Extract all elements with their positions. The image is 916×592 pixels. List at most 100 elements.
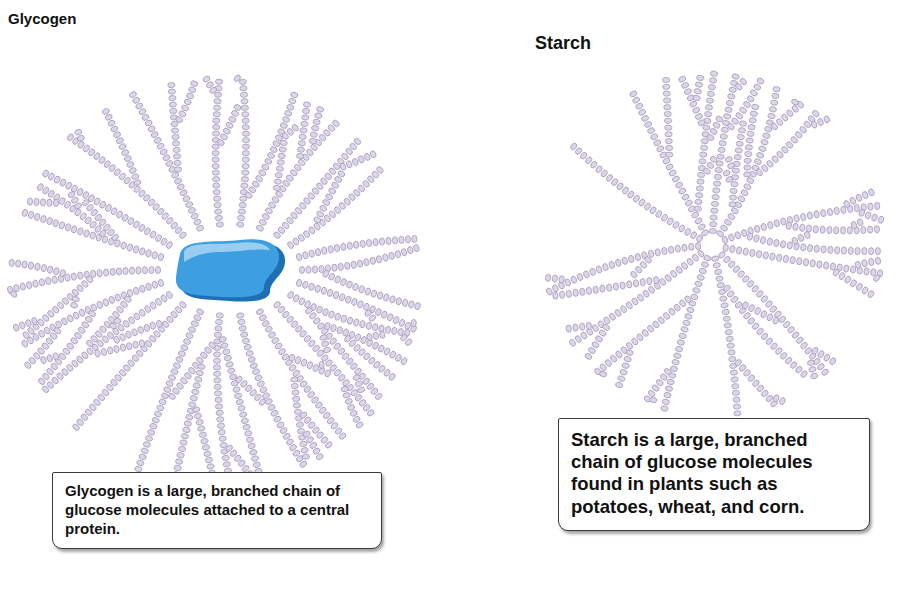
glucose-unit [178, 350, 187, 358]
glucose-unit [64, 223, 71, 231]
glucose-unit [220, 342, 228, 349]
glucose-unit [718, 147, 726, 153]
glucose-unit [715, 275, 723, 282]
glucose-unit [736, 246, 742, 254]
glucose-unit [284, 110, 293, 117]
glucose-unit [273, 185, 281, 191]
glucose-unit [241, 176, 249, 182]
glucose-unit [200, 438, 208, 445]
glucose-unit [139, 285, 146, 293]
glucose-unit [215, 404, 223, 410]
glucose-unit [345, 160, 352, 169]
glucose-unit [545, 287, 553, 296]
glucose-unit [355, 380, 364, 387]
glucose-unit [731, 383, 739, 389]
glucose-unit [665, 125, 672, 130]
glucose-unit [23, 361, 32, 370]
glucose-unit [766, 238, 773, 246]
glucose-unit [252, 368, 261, 375]
glucose-unit [196, 224, 205, 232]
glucose-unit [725, 106, 733, 112]
glucose-unit [340, 278, 348, 287]
glucose-unit [47, 265, 54, 273]
glucose-unit [650, 133, 659, 141]
glucose-unit [156, 320, 163, 328]
glucose-unit [711, 201, 719, 207]
glucose-unit [240, 92, 248, 98]
glucose-unit [791, 98, 800, 106]
glucose-unit [745, 151, 753, 157]
glucose-unit [776, 254, 782, 262]
glucose-unit [673, 352, 681, 359]
glucose-unit [168, 374, 177, 382]
glucose-unit [369, 257, 376, 265]
glucose-unit [816, 261, 822, 269]
glucose-unit [196, 370, 204, 377]
glucose-unit [364, 287, 371, 296]
glucose-unit [292, 396, 300, 402]
glucose-unit [800, 243, 806, 251]
glucose-unit [77, 227, 84, 235]
glucose-unit [863, 267, 869, 275]
glucose-unit [722, 309, 730, 315]
glucose-unit [21, 209, 28, 217]
glucose-unit [296, 153, 304, 159]
glucose-unit [664, 118, 671, 124]
glucose-unit [728, 349, 736, 355]
glucose-unit [599, 371, 607, 378]
glucose-unit [212, 157, 219, 162]
glucose-unit [569, 142, 578, 151]
glucose-unit [364, 153, 372, 162]
glucose-unit [272, 140, 281, 148]
glucose-unit [576, 273, 584, 282]
glucose-unit [749, 249, 755, 257]
glucose-unit [227, 367, 235, 374]
glucose-unit [385, 326, 391, 334]
glucose-unit [168, 82, 176, 88]
glucose-unit [107, 346, 114, 354]
glucose-unit [132, 341, 139, 349]
glucose-unit [137, 326, 144, 335]
glucose-unit [346, 280, 354, 289]
glucose-unit [27, 211, 34, 219]
glucose-unit [242, 118, 249, 123]
glucose-unit [813, 210, 819, 218]
glucose-unit [181, 433, 189, 440]
glucose-unit [372, 323, 379, 331]
glucose-unit [71, 273, 77, 281]
glucose-unit [242, 125, 249, 130]
glucose-unit [760, 310, 768, 319]
glucose-unit [40, 356, 47, 364]
glucose-unit [199, 431, 207, 438]
glucose-unit [237, 405, 245, 412]
glucose-unit [871, 213, 878, 222]
glucose-unit [126, 161, 135, 169]
glucose-unit [315, 248, 322, 256]
glucose-unit [628, 255, 635, 263]
glucose-unit [766, 313, 774, 322]
glucose-unit [344, 262, 350, 270]
glucose-unit [763, 251, 769, 259]
glucose-unit [689, 100, 698, 108]
glucose-unit [142, 267, 147, 274]
glucose-unit [76, 134, 85, 141]
glucose-unit [262, 392, 271, 400]
glucose-unit [301, 114, 309, 120]
glucose-unit [97, 269, 103, 277]
glucose-unit [413, 244, 420, 252]
glucose-unit [212, 176, 219, 181]
glucose-unit [733, 397, 741, 403]
glucose-unit [701, 261, 710, 268]
glucose-unit [552, 292, 558, 300]
glucose-unit [72, 423, 81, 432]
glucose-unit [357, 300, 365, 309]
glucose-unit [40, 264, 47, 272]
glucose-unit [717, 154, 725, 160]
glucose-unit [621, 362, 629, 369]
glucose-unit [684, 227, 692, 236]
glucose-unit [173, 147, 181, 153]
glucose-unit [181, 104, 190, 112]
glucose-unit [661, 247, 667, 255]
glucose-unit [319, 361, 325, 369]
glucose-unit [634, 253, 641, 261]
